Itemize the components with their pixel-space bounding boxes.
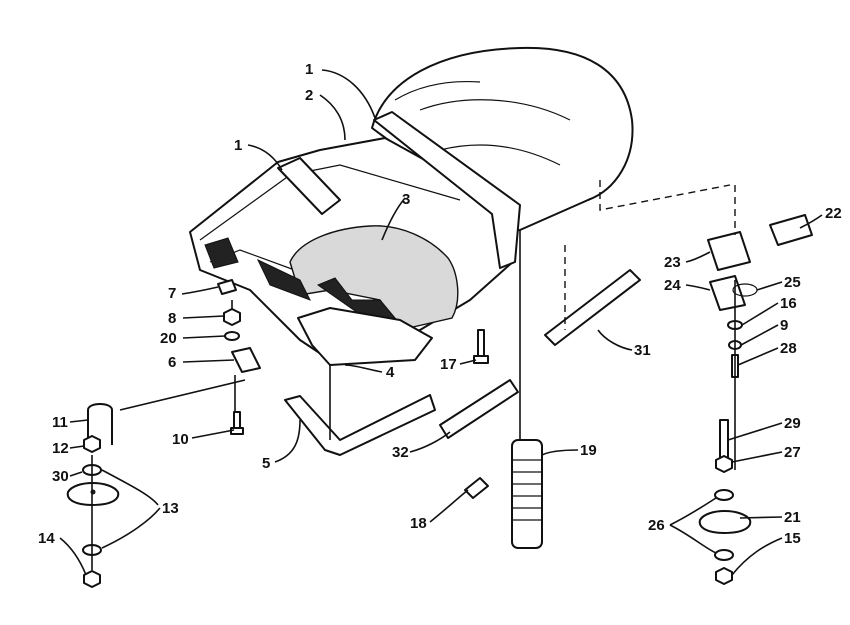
callout-24: 24 xyxy=(664,277,681,294)
callout-1a: 1 xyxy=(305,61,313,78)
callout-20: 20 xyxy=(160,330,177,347)
nut-15 xyxy=(715,567,733,585)
seat-pan xyxy=(297,307,433,366)
stud-29 xyxy=(719,419,729,461)
callout-11: 11 xyxy=(52,414,68,431)
callout-30: 30 xyxy=(52,468,69,485)
callout-5: 5 xyxy=(262,455,270,472)
leader-lines xyxy=(59,69,823,576)
callout-31: 31 xyxy=(634,342,651,359)
callout-21: 21 xyxy=(784,509,801,526)
callout-19: 19 xyxy=(580,442,597,459)
callout-14: 14 xyxy=(38,530,55,547)
screw-18 xyxy=(464,477,489,499)
callout-18: 18 xyxy=(410,515,427,532)
bracket-5 xyxy=(284,394,436,456)
knob-21 xyxy=(698,510,752,534)
seat-hinge-bracket xyxy=(204,237,312,301)
callout-6: 6 xyxy=(168,354,176,371)
callout-23: 23 xyxy=(664,254,681,271)
callout-3: 3 xyxy=(402,191,410,208)
knob-13 xyxy=(66,482,120,506)
callout-15: 15 xyxy=(784,530,801,547)
bracket-6 xyxy=(231,347,261,373)
callout-9: 9 xyxy=(780,317,788,334)
callout-8: 8 xyxy=(168,310,176,327)
bolt-17 xyxy=(473,329,489,364)
latch-plate-23 xyxy=(707,231,751,271)
seat-strap-front xyxy=(277,157,341,215)
seat-strap-rear xyxy=(373,111,521,269)
callout-27: 27 xyxy=(784,444,801,461)
clip-7 xyxy=(217,279,237,295)
callout-26: 26 xyxy=(648,517,665,534)
callout-labels: 1 2 1 3 7 8 20 6 11 12 30 13 14 10 5 4 1… xyxy=(38,61,842,547)
nut-14 xyxy=(83,570,101,588)
washer-20 xyxy=(224,331,240,341)
callout-16: 16 xyxy=(780,295,797,312)
nut-12 xyxy=(83,435,101,453)
nut-8 xyxy=(223,308,241,326)
washer-26a xyxy=(714,489,734,501)
callout-22: 22 xyxy=(825,205,842,222)
seat-cushion-back xyxy=(371,46,634,233)
callout-7: 7 xyxy=(168,285,176,302)
callout-25: 25 xyxy=(784,274,801,291)
assembly-guides xyxy=(91,180,736,570)
nut-27 xyxy=(715,455,733,473)
callout-2: 2 xyxy=(305,87,313,104)
callout-4: 4 xyxy=(386,364,395,381)
strip-32 xyxy=(439,379,519,439)
callout-13: 13 xyxy=(162,500,179,517)
callout-29: 29 xyxy=(784,415,801,432)
latch-22 xyxy=(769,214,813,246)
callout-17: 17 xyxy=(440,356,457,373)
washer-26b xyxy=(714,549,734,561)
latch-plate-24 xyxy=(709,275,746,311)
bumper-19 xyxy=(511,439,543,549)
callout-10: 10 xyxy=(172,431,189,448)
callout-32: 32 xyxy=(392,444,409,461)
callout-1b: 1 xyxy=(234,137,242,154)
callout-28: 28 xyxy=(780,340,797,357)
callout-12: 12 xyxy=(52,440,69,457)
seat-foam xyxy=(289,225,459,331)
strip-31 xyxy=(544,269,641,346)
